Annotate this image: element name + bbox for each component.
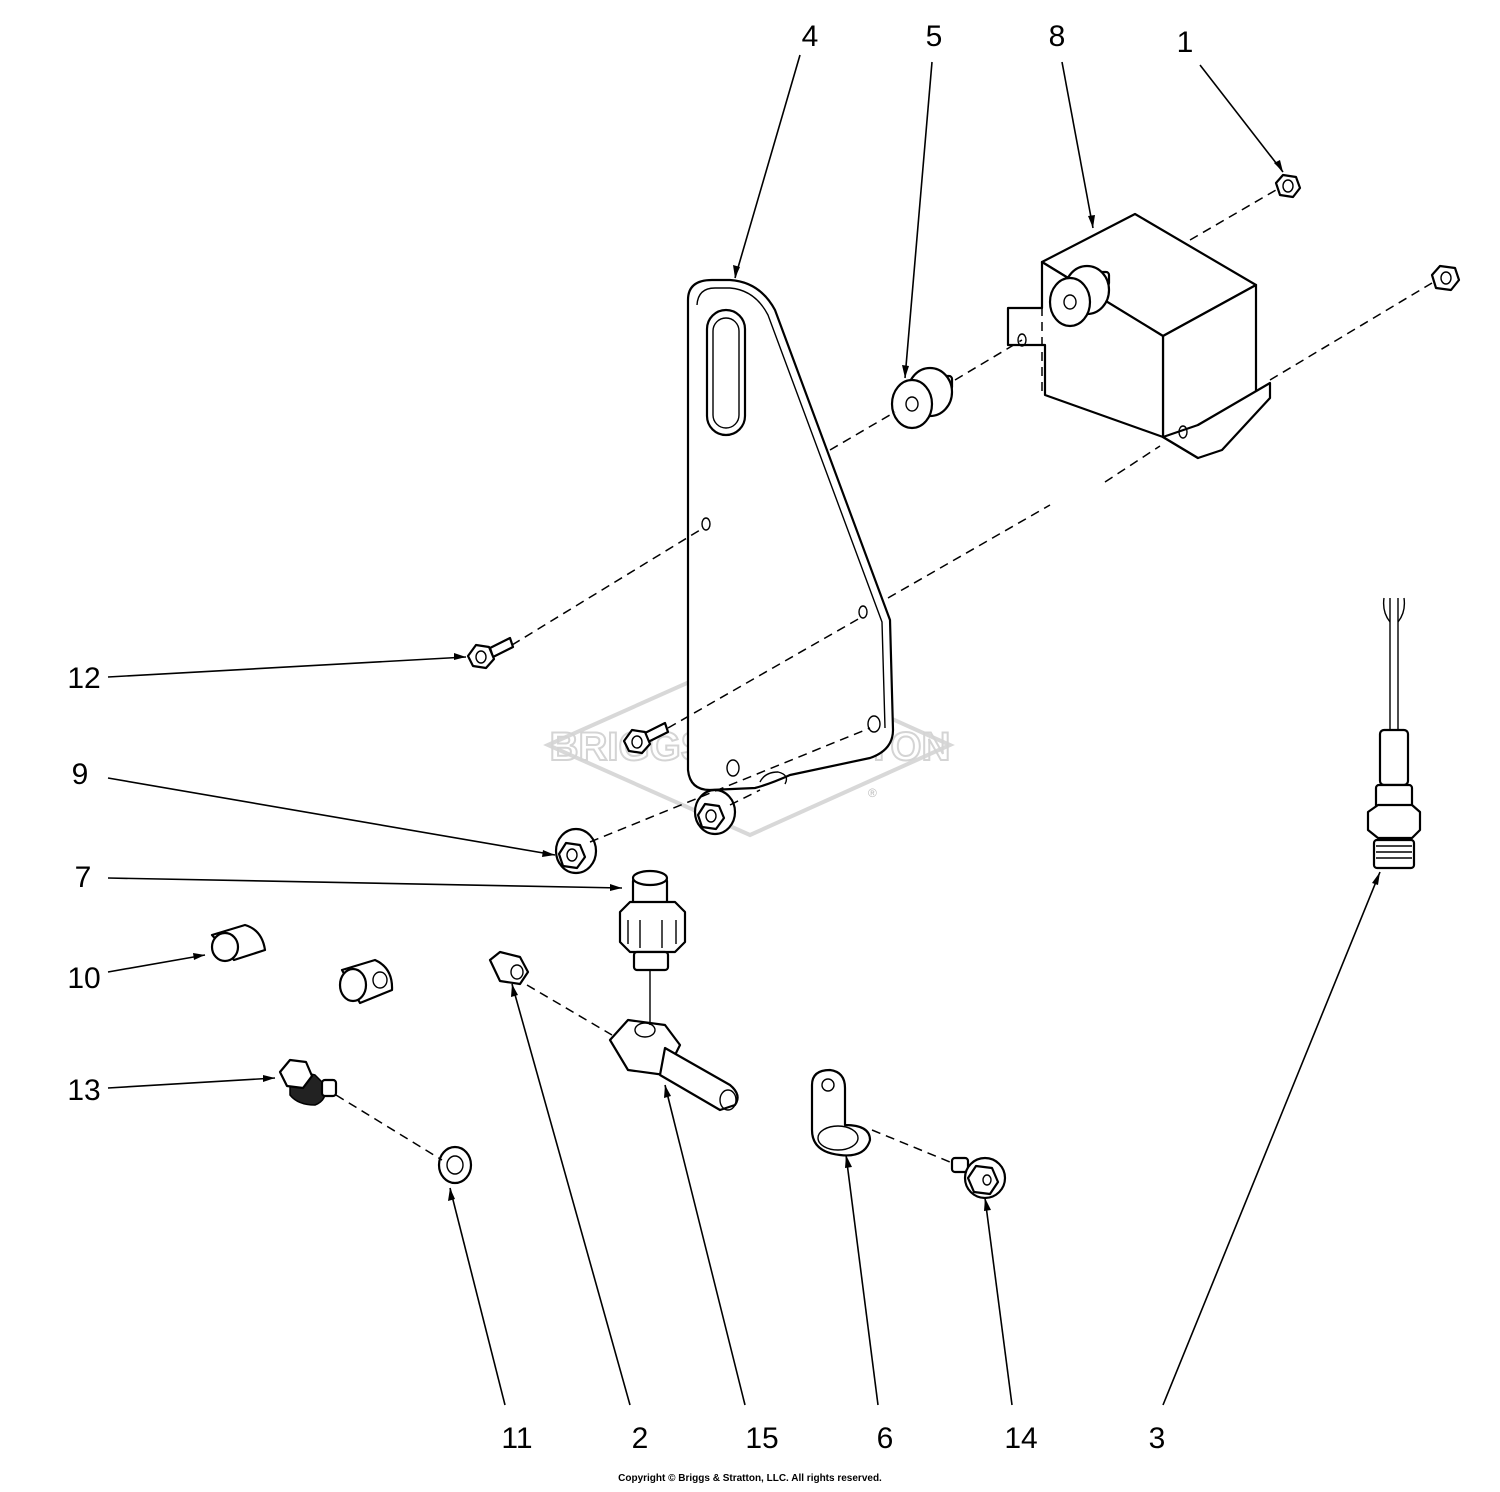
assembly-line-2 bbox=[526, 984, 613, 1036]
assembly-line-6 bbox=[871, 1129, 951, 1163]
part-6-clamp bbox=[810, 1068, 872, 1157]
part-1-nut-side bbox=[1430, 264, 1461, 292]
leader-10 bbox=[107, 954, 206, 973]
callout-14: 14 bbox=[1004, 1422, 1037, 1455]
callout-12: 12 bbox=[67, 662, 100, 695]
leader-lines bbox=[107, 54, 1381, 1406]
part-10-sleeve-second bbox=[338, 958, 394, 1005]
leader-4 bbox=[734, 54, 801, 279]
callout-11: 11 bbox=[501, 1422, 532, 1455]
assembly-line-12 bbox=[511, 529, 701, 646]
assembly-line-12-lower bbox=[667, 617, 861, 729]
watermark-registered-mark: ® bbox=[868, 786, 877, 800]
part-8-module-box bbox=[1006, 212, 1272, 460]
leader-7 bbox=[107, 877, 623, 889]
callout-8: 8 bbox=[1049, 20, 1066, 53]
leader-12 bbox=[107, 656, 467, 678]
callout-2: 2 bbox=[632, 1422, 649, 1455]
part-9-flange-nut-second bbox=[693, 788, 737, 836]
leader-1 bbox=[1199, 64, 1284, 173]
leader-2 bbox=[511, 983, 631, 1406]
part-2-plug bbox=[488, 950, 530, 986]
part-10-sleeve bbox=[210, 923, 267, 963]
leader-5 bbox=[904, 61, 933, 379]
callout-5: 5 bbox=[926, 20, 943, 53]
callout-6: 6 bbox=[877, 1422, 894, 1455]
part-11-lock-washer bbox=[437, 1145, 473, 1185]
leader-15 bbox=[664, 1084, 746, 1406]
callout-4: 4 bbox=[802, 20, 819, 53]
assembly-line-5-bracket bbox=[829, 411, 896, 451]
part-14-flange-bolt bbox=[950, 1156, 1007, 1200]
part-1-nut-top bbox=[1274, 173, 1302, 199]
leader-3 bbox=[1162, 871, 1381, 1406]
callout-7: 7 bbox=[75, 861, 92, 894]
leader-14 bbox=[984, 1197, 1013, 1406]
part-4-bracket bbox=[686, 278, 895, 792]
leader-13 bbox=[107, 1077, 276, 1089]
part-12-screw-lower bbox=[622, 721, 670, 755]
part-5-rubber-mount-lower bbox=[1048, 264, 1111, 328]
callout-15: 15 bbox=[745, 1422, 778, 1455]
callout-10: 10 bbox=[67, 962, 100, 995]
assembly-line-1-lower bbox=[1269, 282, 1433, 381]
assembly-line-1-upper bbox=[1189, 189, 1277, 241]
assembly-line-bracket-mount bbox=[887, 504, 1051, 599]
assembly-line-5-upper bbox=[954, 339, 1023, 381]
callout-3: 3 bbox=[1149, 1422, 1166, 1455]
leader-6 bbox=[845, 1154, 879, 1406]
callout-13: 13 bbox=[67, 1074, 100, 1107]
assembly-line-9 bbox=[589, 727, 871, 843]
part-9-flange-nut bbox=[554, 827, 598, 875]
callout-1: 1 bbox=[1177, 26, 1194, 59]
callout-9: 9 bbox=[72, 758, 89, 791]
assembly-lines bbox=[335, 189, 1433, 1163]
part-5-rubber-mount-upper bbox=[890, 366, 954, 430]
leader-11 bbox=[449, 1187, 506, 1406]
leader-9 bbox=[107, 777, 556, 856]
part-3-sensor bbox=[1366, 597, 1422, 870]
part-13-drain-plug bbox=[278, 1058, 338, 1106]
assembly-line-13 bbox=[335, 1094, 443, 1161]
leader-8 bbox=[1061, 61, 1094, 229]
assembly-line-9-second bbox=[729, 789, 761, 806]
part-7-pressure-switch bbox=[618, 869, 687, 972]
part-15-tee-fitting bbox=[608, 1018, 739, 1112]
callout-labels: 1 2 3 4 5 6 7 8 9 10 11 12 13 14 15 bbox=[67, 20, 1193, 1455]
part-12-screw bbox=[466, 636, 515, 670]
assembly-line-module-mount bbox=[1104, 445, 1161, 483]
copyright-notice: Copyright © Briggs & Stratton, LLC. All … bbox=[618, 1473, 882, 1484]
